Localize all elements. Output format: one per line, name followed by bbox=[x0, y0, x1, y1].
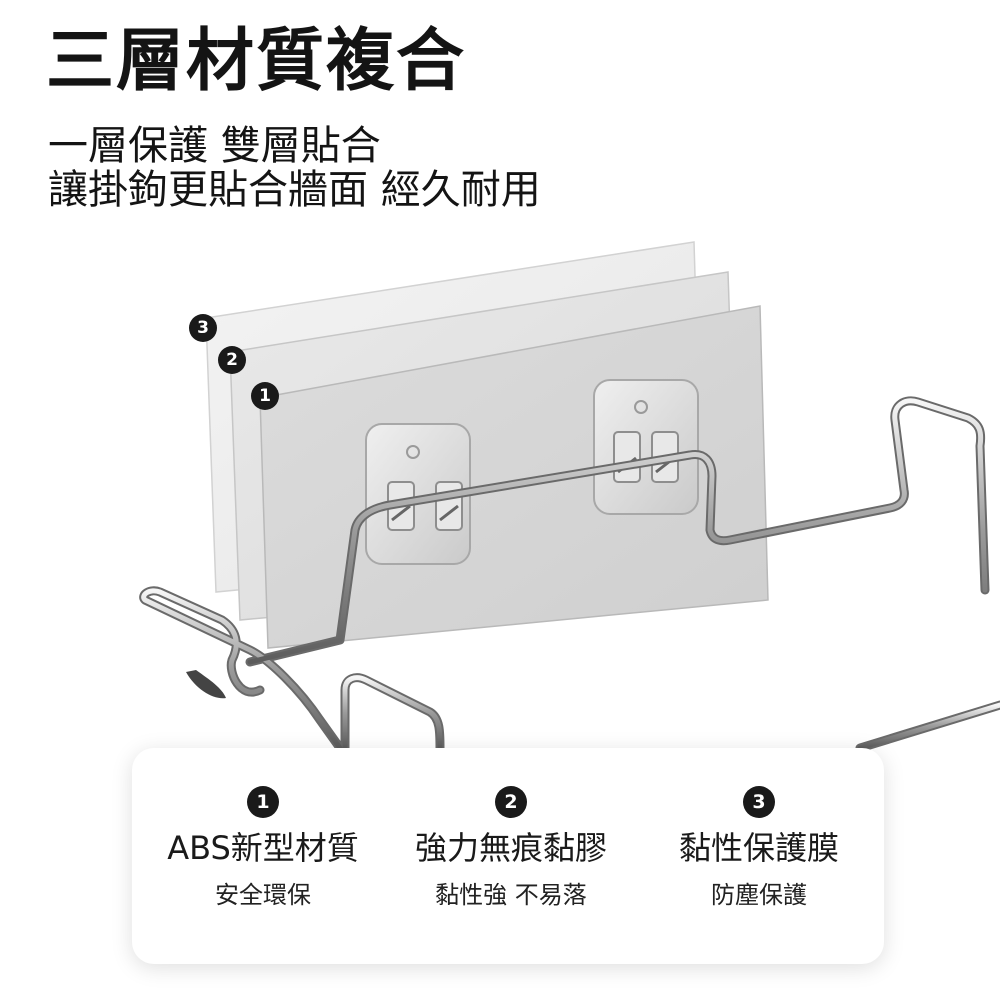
feature-1-name: ABS新型材質 bbox=[167, 829, 359, 867]
subtitle: 一層保護 雙層貼合 讓掛鉤更貼合牆面 經久耐用 bbox=[48, 124, 541, 212]
subtitle-line-1: 一層保護 雙層貼合 bbox=[48, 123, 381, 169]
feature-3-number: 3 bbox=[743, 786, 775, 818]
layer-1-badge: 1 bbox=[251, 382, 279, 410]
layer-3-badge: 3 bbox=[189, 314, 217, 342]
right-hook bbox=[593, 379, 699, 515]
feature-2-name: 強力無痕黏膠 bbox=[414, 829, 607, 867]
feature-2-number: 2 bbox=[495, 786, 527, 818]
feature-2-desc: 黏性強 不易落 bbox=[435, 881, 587, 909]
layer-2-badge: 2 bbox=[218, 346, 246, 374]
feature-1-number: 1 bbox=[247, 786, 279, 818]
page-title: 三層材質複合 bbox=[46, 22, 467, 101]
feature-protective-film: 3 黏性保護膜 防塵保護 bbox=[634, 748, 884, 964]
subtitle-line-2: 讓掛鉤更貼合牆面 經久耐用 bbox=[48, 167, 541, 213]
feature-card: 1 ABS新型材質 安全環保 2 強力無痕黏膠 黏性強 不易落 3 黏性保護膜 … bbox=[132, 748, 884, 964]
feature-3-name: 黏性保護膜 bbox=[678, 829, 839, 867]
wire-rack bbox=[139, 396, 1000, 753]
feature-abs-material: 1 ABS新型材質 安全環保 bbox=[138, 748, 388, 964]
feature-3-desc: 防塵保護 bbox=[711, 881, 807, 909]
feature-adhesive: 2 強力無痕黏膠 黏性強 不易落 bbox=[386, 748, 636, 964]
feature-1-desc: 安全環保 bbox=[215, 881, 311, 909]
